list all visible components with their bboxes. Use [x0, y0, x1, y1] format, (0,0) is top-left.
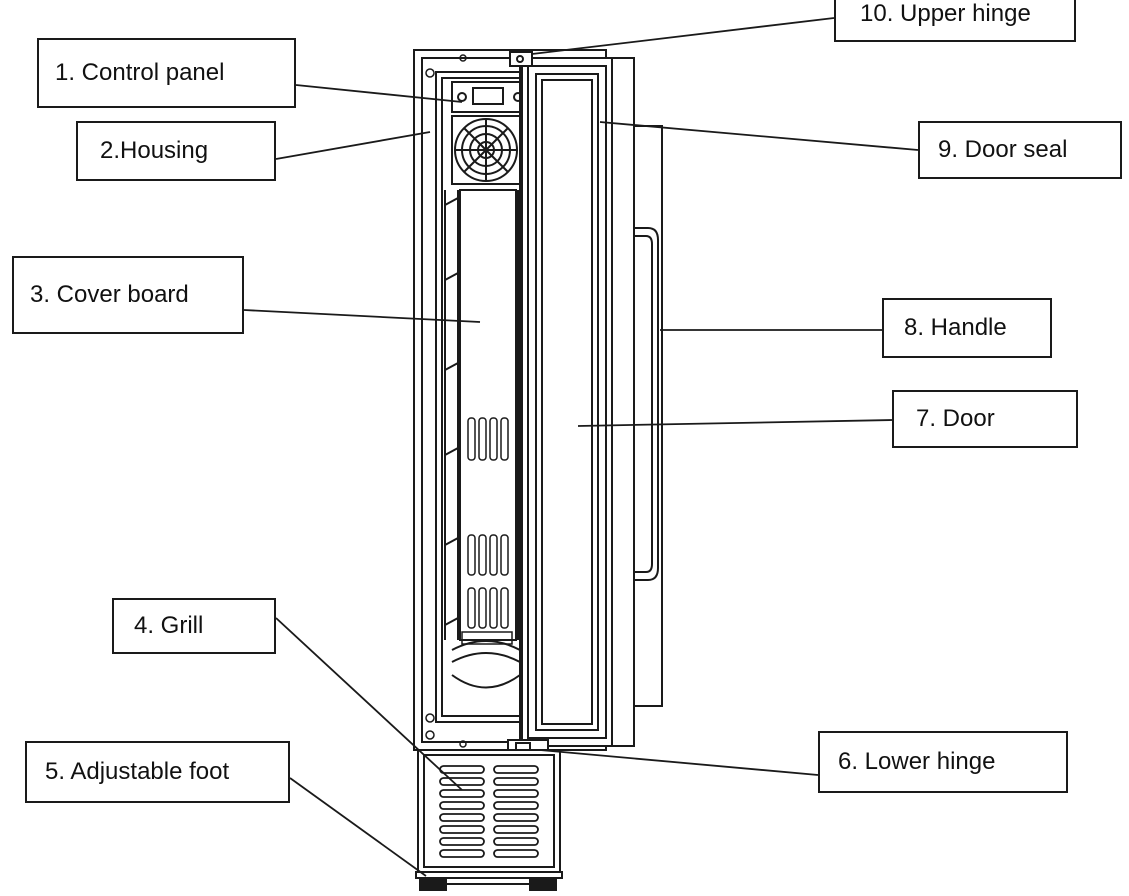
grill-slots [439, 765, 539, 858]
cover-board-part [444, 189, 531, 641]
label-grill-text: 4. Grill [134, 612, 204, 639]
label-lower-hinge-text: 6. Lower hinge [838, 748, 996, 775]
label-adjustable-foot-text: 5. Adjustable foot [45, 758, 230, 785]
leader-line-upper-hinge [531, 17, 835, 55]
label-housing-text: 2.Housing [100, 137, 209, 164]
label-housing: 2.Housing [76, 121, 276, 181]
cover-board-vents [461, 417, 513, 645]
leader-line-door [577, 419, 893, 427]
label-door: 7. Door [892, 390, 1078, 448]
label-door-text: 7. Door [916, 405, 995, 432]
label-adjustable-foot: 5. Adjustable foot [25, 741, 290, 803]
fan-part [451, 115, 521, 185]
leader-line-control-panel [295, 84, 463, 103]
label-door-seal-text: 9. Door seal [938, 136, 1068, 163]
adjustable-foot-part [415, 871, 563, 891]
upper-hinge-part [509, 51, 533, 67]
leader-line-housing [275, 131, 431, 160]
leader-line-door-seal [599, 121, 919, 151]
label-cover-board: 3. Cover board [12, 256, 244, 334]
leader-line-grill [275, 617, 463, 791]
label-handle: 8. Handle [882, 298, 1052, 358]
label-lower-hinge: 6. Lower hinge [818, 731, 1068, 793]
drip-tray [451, 640, 521, 689]
label-control-panel-text: 1. Control panel [55, 59, 225, 86]
leader-line-lower-hinge [539, 749, 819, 776]
control-panel-part [451, 81, 531, 113]
label-upper-hinge-text: 10. Upper hinge [860, 0, 1031, 27]
label-control-panel: 1. Control panel [37, 38, 296, 108]
leader-line-cover-board [243, 309, 481, 323]
label-grill: 4. Grill [112, 598, 276, 654]
label-upper-hinge: 10. Upper hinge [834, 0, 1076, 42]
leader-lines [243, 17, 919, 877]
cabinet-screws [425, 54, 467, 748]
leader-line-adjustable-foot [289, 777, 427, 877]
label-handle-text: 8. Handle [904, 314, 1007, 341]
door-part [519, 57, 635, 747]
label-cover-board-text: 3. Cover board [30, 281, 189, 308]
label-door-seal: 9. Door seal [918, 121, 1122, 179]
handle-part [633, 125, 663, 707]
